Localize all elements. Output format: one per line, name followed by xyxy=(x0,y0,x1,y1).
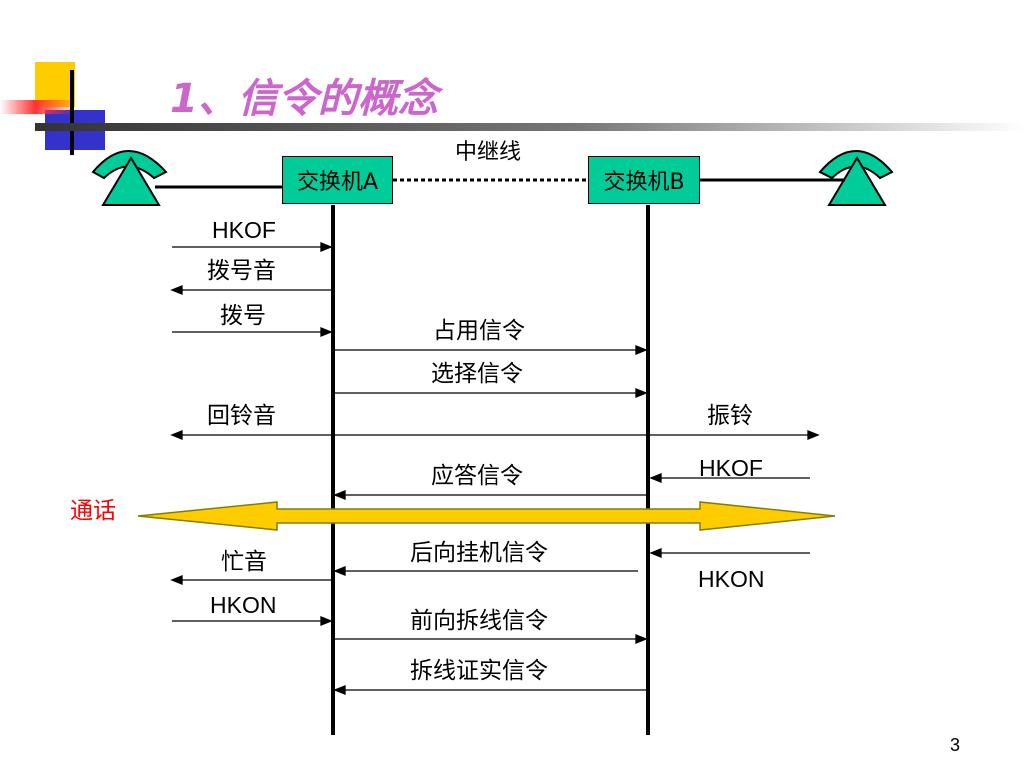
label-dialing: 拨号 xyxy=(220,303,266,329)
label-answer: 应答信令 xyxy=(431,463,523,489)
label-seizure: 占用信令 xyxy=(433,318,525,344)
label-hkof-b: HKOF xyxy=(699,455,763,481)
label-call: 通话 xyxy=(70,498,116,524)
telephone-icon-left xyxy=(91,150,168,206)
double-arrow-call xyxy=(137,501,836,531)
header-logo xyxy=(0,62,1024,155)
label-ringing: 振铃 xyxy=(707,403,753,429)
label-ringback: 回铃音 xyxy=(207,403,276,429)
switch-a-box: 交换机A xyxy=(282,156,393,204)
label-clear-forward: 前向拆线信令 xyxy=(410,608,548,634)
label-hkon-b: HKON xyxy=(698,566,765,592)
label-selection: 选择信令 xyxy=(431,361,523,387)
page-number: 3 xyxy=(950,735,961,755)
trunk-label: 中继线 xyxy=(455,140,522,165)
label-busy-tone: 忙音 xyxy=(221,549,267,575)
label-dial-tone: 拨号音 xyxy=(207,258,276,284)
label-clear-back: 后向挂机信令 xyxy=(410,540,548,566)
label-hkof-a: HKOF xyxy=(212,217,276,243)
label-release-guard: 拆线证实信令 xyxy=(410,658,548,684)
label-hkon-a: HKON xyxy=(210,592,277,618)
telephone-icon-right xyxy=(818,150,894,206)
switch-b-box: 交换机B xyxy=(588,156,700,204)
slide-title: 1、信令的概念 xyxy=(170,76,438,122)
